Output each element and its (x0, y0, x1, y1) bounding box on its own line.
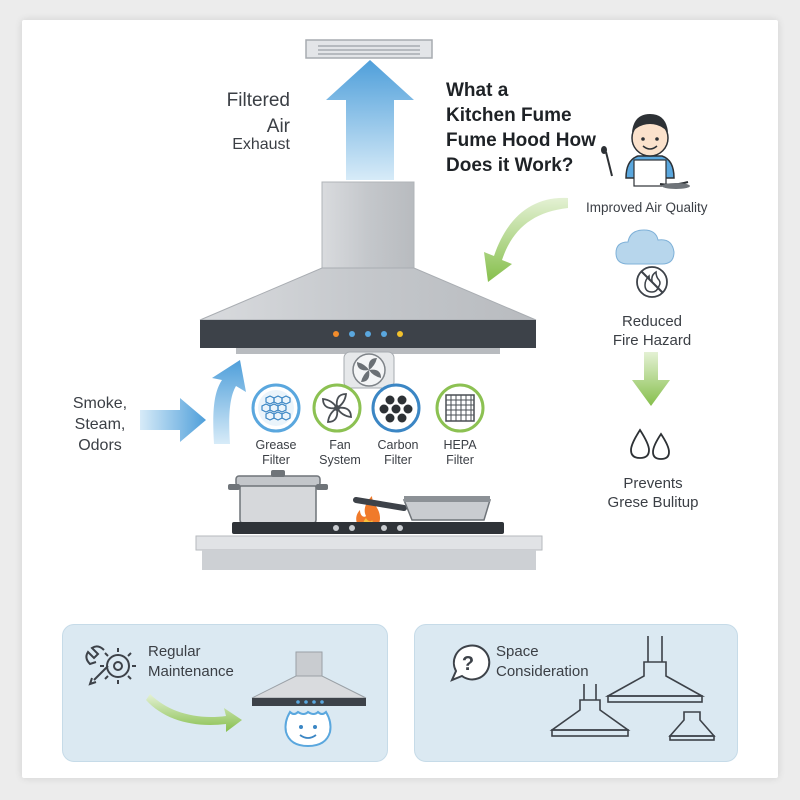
chef-icon (601, 114, 690, 189)
exhaust-arrow-icon (326, 60, 414, 180)
title-line: Kitchen Fume (446, 105, 572, 126)
title-line: Fume Hood How (446, 130, 596, 151)
filter-label-fan: Fan System (310, 438, 370, 468)
rising-air-arrow-icon (212, 360, 246, 444)
intake-label: Smoke, Steam, Odors (60, 393, 140, 456)
benefit-line: Grese Bulitup (607, 494, 699, 511)
benefit-line: Prevents (623, 475, 683, 492)
exhaust-label: Filtered Air (190, 88, 290, 140)
title-line: What a (446, 80, 509, 101)
filter-label-line: Carbon (377, 438, 419, 452)
svg-text:?: ? (462, 653, 474, 675)
panel-label-line: Maintenance (148, 663, 234, 680)
exhaust-label-sub: Exhaust (190, 136, 290, 154)
title-line: Does it Work? (446, 155, 574, 176)
indicator-light-icon (381, 331, 387, 337)
filter-label-line: HEPA (443, 438, 477, 452)
space-label: Space Consideration (496, 642, 626, 682)
indicator-light-icon (365, 331, 371, 337)
indicator-light-icon (349, 331, 355, 337)
hepa-grid-icon (435, 383, 485, 433)
green-curve-arrow-icon (484, 197, 568, 282)
carbon-icon (371, 383, 421, 433)
filter-label-line: Filter (384, 453, 412, 467)
benefit-line: Fire Hazard (612, 332, 692, 349)
page-title: What a Kitchen Fume Fume Hood How Does i… (446, 78, 646, 178)
intake-line: Steam, (74, 416, 126, 433)
filter-label-line: Filter (446, 453, 474, 467)
hexagon-mesh-icon (251, 383, 301, 433)
water-drops-icon (630, 428, 670, 460)
exhaust-line: Air (266, 116, 290, 137)
filter-label-line: Filter (262, 453, 290, 467)
mini-hood-icon (251, 651, 367, 706)
panel-green-arrow-icon (146, 694, 242, 732)
maintenance-label: Regular Maintenance (148, 642, 278, 682)
question-bubble-icon: ? (450, 644, 491, 682)
exhaust-line: Filtered (226, 90, 290, 111)
filter-label-carbon: Carbon Filter (368, 438, 428, 468)
panel-label-line: Consideration (496, 663, 589, 680)
panel-label-line: Space (496, 643, 539, 660)
range-hood (199, 181, 537, 354)
stovetop (195, 522, 543, 570)
cloud-no-fire-icon (615, 229, 675, 298)
smoke-arrow-icon (140, 398, 206, 442)
smiley-face-icon (284, 710, 332, 748)
frying-pan-icon (353, 496, 492, 521)
fan-system-icon (312, 383, 362, 433)
green-down-arrow-icon (632, 352, 670, 406)
filter-label-line: Grease (255, 438, 297, 452)
panel-label-line: Regular (148, 643, 201, 660)
benefit-fire-hazard: Reduced Fire Hazard (590, 312, 714, 350)
fan-icon (343, 351, 395, 389)
benefit-grease: Prevents Grese Bulitup (588, 474, 718, 512)
exhaust-line: Exhaust (232, 136, 290, 153)
filter-label-line: System (319, 453, 361, 467)
filter-label-hepa: HEPA Filter (430, 438, 490, 468)
benefit-line: Reduced (621, 313, 683, 330)
ceiling-vent-icon (305, 39, 433, 59)
indicator-light-icon (333, 331, 339, 337)
indicator-light-icon (397, 331, 403, 337)
benefit-air-quality: Improved Air Quality (586, 200, 708, 215)
filter-label-line: Fan (329, 438, 351, 452)
wrench-gear-icon (85, 645, 136, 686)
filter-label-grease: Grease Filter (246, 438, 306, 468)
intake-line: Smoke, (72, 395, 128, 412)
intake-line: Odors (78, 437, 122, 454)
outline-hoods-icon (549, 636, 716, 741)
